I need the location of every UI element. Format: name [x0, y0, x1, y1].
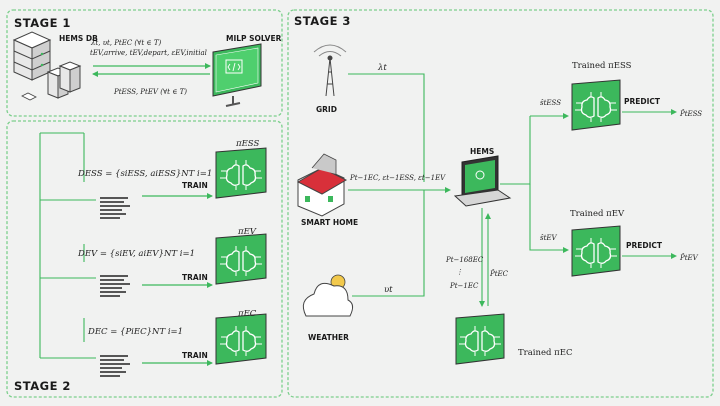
trained-ev-label: Trained πEV — [570, 209, 625, 219]
stage1-top-math-2: tEV,arrive, tEV,depart, εEV,initial — [90, 49, 207, 57]
out-ev-label: P̂tEV — [679, 254, 699, 262]
dataset-ev: DEV = {siEV, aiEV}NT i=1 — [77, 249, 195, 259]
trained-ec-label: Trained πEC — [518, 348, 572, 358]
ec-hist-2: ⋮ — [456, 268, 463, 276]
stage2-panel — [6, 120, 283, 398]
trained-policy-ess — [571, 79, 621, 131]
trained-policy-ev — [571, 225, 621, 277]
hems-laptop-icon — [453, 155, 512, 207]
monitor-code-icon — [212, 43, 262, 107]
ec-pred-label: P̂tEC — [489, 270, 509, 278]
data-stack-icon-ec — [100, 355, 130, 377]
policy-label-ec: πEC — [237, 309, 257, 319]
policy-label-ev: πEV — [237, 227, 257, 237]
stage3-panel — [287, 9, 714, 398]
stage2-connector-lines — [39, 132, 96, 359]
data-stack-icon-ev — [100, 275, 130, 297]
lambda-label: λt — [377, 63, 387, 73]
policy-network-ev — [215, 233, 267, 285]
s-ev-label: ŝtEV — [540, 234, 558, 242]
weather-label: WEATHER — [308, 333, 349, 342]
hems-branch-line — [500, 116, 531, 185]
hems-label: HEMS — [470, 147, 494, 156]
solver-label: MILP SOLVER — [226, 34, 282, 43]
s-ess-label: ŝtESS — [540, 99, 561, 107]
data-stack-icon-ess — [100, 197, 130, 219]
dataset-ess: DESS = {siESS, aiESS}NT i=1 — [77, 169, 212, 179]
ec-hist-1: Pt−168EC — [445, 256, 484, 264]
stage3-title: STAGE 3 — [294, 14, 351, 28]
weather-to-hems-line — [352, 190, 425, 297]
db-label: HEMS DB — [59, 34, 98, 43]
ec-hist-3: Pt−1EC — [449, 282, 479, 290]
stage1-panel — [6, 9, 283, 117]
stage1-title: STAGE 1 — [14, 16, 71, 30]
train-label-ec: TRAIN — [182, 351, 208, 360]
trained-ess-label: Trained πESS — [572, 61, 632, 71]
train-label-ess: TRAIN — [182, 181, 208, 190]
stage1-top-math-1: λt, υt, PtEC (∀t ∈ T) — [90, 39, 162, 47]
grid-to-hems-line — [348, 73, 425, 182]
trained-policy-ec — [455, 313, 505, 365]
weather-cloud-icon — [302, 274, 354, 317]
grid-tower-icon — [313, 44, 347, 97]
hems-to-ev-arrow — [529, 184, 569, 253]
dataset-ec: DEC = {PiEC}NT i=1 — [87, 327, 183, 337]
train-label-ev: TRAIN — [182, 273, 208, 282]
out-ess-label: P̂tESS — [679, 110, 702, 118]
policy-network-ess — [215, 147, 267, 199]
smart-home-label: SMART HOME — [301, 218, 358, 227]
policy-network-ec — [215, 313, 267, 365]
predict-label-ev: PREDICT — [626, 241, 663, 250]
stage1-bottom-math: PtESS, PtEV (∀t ∈ T) — [113, 88, 187, 96]
policy-label-ess: πESS — [235, 139, 259, 149]
home-state-math: Pt−1EC, εt−1ESS, εt−1EV — [349, 174, 446, 182]
upsilon-label: υt — [384, 285, 393, 295]
smart-home-icon — [296, 153, 348, 217]
stage2-title: STAGE 2 — [14, 379, 71, 393]
predict-label-ess: PREDICT — [624, 97, 661, 106]
grid-label: GRID — [316, 105, 337, 114]
database-server-icon — [12, 31, 82, 101]
